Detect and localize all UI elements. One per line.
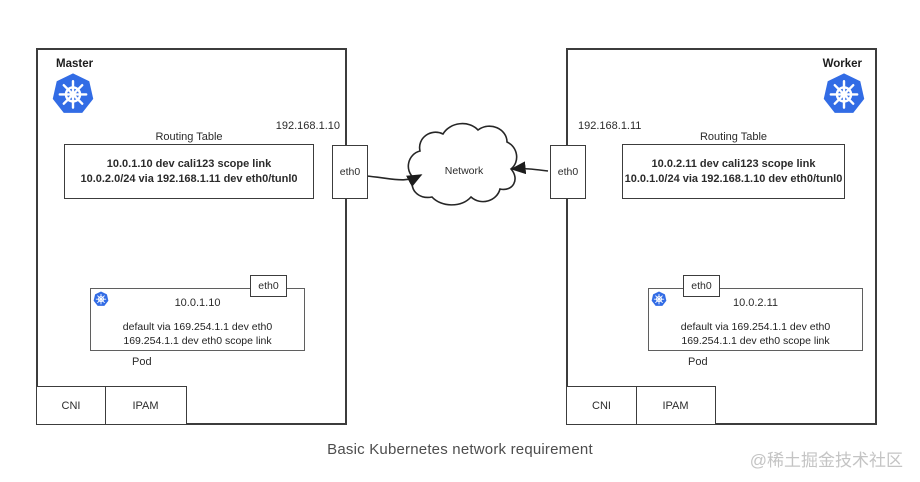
worker-pod-eth0-interface: eth0 — [683, 275, 720, 297]
master-routing-table-box: 10.0.1.10 dev cali123 scope link 10.0.2.… — [64, 144, 314, 199]
master-routing-table-title: Routing Table — [155, 131, 223, 143]
master-pod-label: Pod — [132, 356, 152, 368]
route-entry: 10.0.2.11 dev cali123 scope link — [651, 157, 816, 170]
pod-route-entry: 169.254.1.1 dev eth0 scope link — [681, 335, 830, 347]
route-entry: 10.0.1.0/24 via 192.168.1.10 dev eth0/tu… — [624, 172, 843, 185]
master-pod-box: eth0 10.0.1.10 default via 169.254.1.1 d… — [90, 275, 305, 368]
master-pod-routes: default via 169.254.1.1 dev eth0 169.254… — [91, 320, 304, 348]
worker-node-box: Worker 192.168.1.11 Routing Table 10.0.2… — [550, 48, 877, 425]
worker-cni-box: CNI — [566, 386, 637, 425]
master-node-title: Master — [56, 58, 94, 70]
pod-route-entry: 169.254.1.1 dev eth0 scope link — [123, 335, 272, 347]
worker-routing-table-title: Routing Table — [699, 131, 768, 143]
worker-node-title: Worker — [822, 58, 862, 70]
worker-ipam-box: IPAM — [635, 386, 716, 425]
worker-routing-table-box: 10.0.2.11 dev cali123 scope link 10.0.1.… — [622, 144, 845, 199]
worker-pod-routes: default via 169.254.1.1 dev eth0 169.254… — [649, 320, 862, 348]
master-cni-box: CNI — [36, 386, 106, 425]
worker-pod-label: Pod — [688, 356, 708, 368]
pod-kubernetes-icon — [93, 291, 109, 307]
route-entry: 10.0.1.10 dev cali123 scope link — [106, 157, 272, 170]
master-pod-ip: 10.0.1.10 — [174, 297, 221, 309]
worker-eth0-interface: eth0 — [550, 145, 586, 199]
master-ipam-box: IPAM — [104, 386, 187, 425]
kubernetes-logo — [51, 71, 95, 117]
master-plugins-row: CNI IPAM — [36, 386, 187, 425]
worker-to-network-arrow — [510, 161, 549, 175]
worker-pod-box: eth0 10.0.2.11 default via 169.254.1.1 d… — [648, 275, 863, 368]
pod-kubernetes-icon — [651, 291, 667, 307]
master-to-network-arrow — [365, 174, 423, 188]
worker-plugins-row: CNI IPAM — [566, 386, 716, 425]
kubernetes-logo — [822, 71, 866, 117]
network-cloud-label: Network — [444, 165, 484, 177]
worker-pod-ip: 10.0.2.11 — [732, 297, 779, 309]
pod-route-entry: default via 169.254.1.1 dev eth0 — [680, 321, 831, 333]
worker-host-ip-label: 192.168.1.11 — [578, 120, 642, 132]
master-pod-eth0-interface: eth0 — [250, 275, 287, 297]
master-node-box: Master 192.168.1.10 Routing Table 10.0.1… — [36, 48, 368, 425]
route-entry: 10.0.2.0/24 via 192.168.1.11 dev eth0/tu… — [80, 172, 298, 185]
pod-route-entry: default via 169.254.1.1 dev eth0 — [122, 321, 273, 333]
master-host-ip-label: 192.168.1.10 — [275, 120, 340, 132]
watermark-text: @稀土掘金技术社区 — [749, 451, 903, 470]
diagram-caption: Basic Kubernetes network requirement — [327, 441, 593, 458]
master-eth0-interface: eth0 — [332, 145, 368, 199]
